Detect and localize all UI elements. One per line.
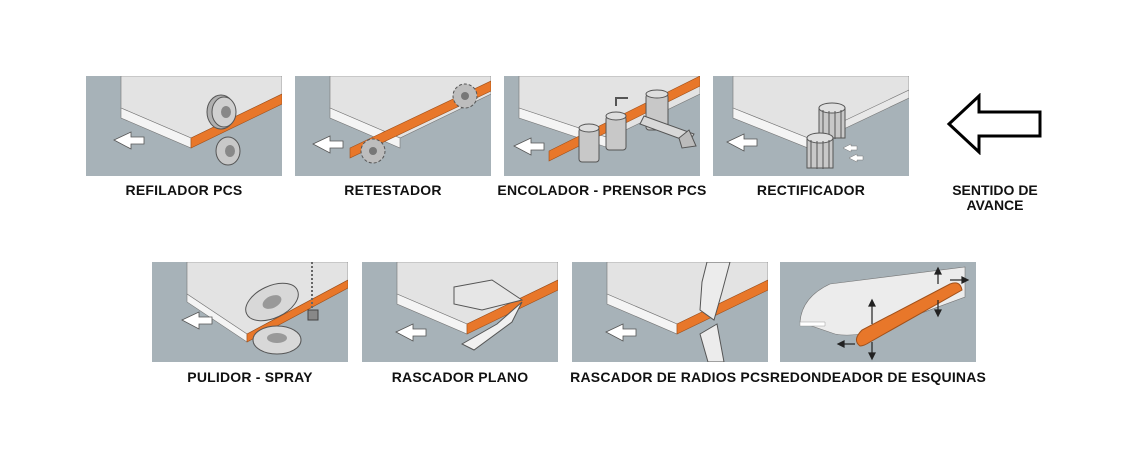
station-label: PULIDOR - SPRAY xyxy=(187,369,313,385)
left-arrow-icon xyxy=(946,93,1042,155)
station-rascador-plano-image xyxy=(362,262,558,362)
feed-arrow-icon xyxy=(113,131,145,150)
station-label: RETESTADOR xyxy=(344,182,442,198)
station-label: RASCADOR PLANO xyxy=(391,369,529,385)
station-retestador-image xyxy=(295,76,491,176)
station-label: REFILADOR PCS xyxy=(125,182,243,198)
station-rascador-radios-image xyxy=(572,262,768,362)
station-refilador-image xyxy=(86,76,282,176)
station-pulidor-image xyxy=(152,262,348,362)
direction-label: SENTIDO DE AVANCE xyxy=(952,182,1038,213)
station-label: RASCADOR DE RADIOS PCS xyxy=(570,369,770,385)
station-rectificador-image xyxy=(713,76,909,176)
station-label: RECTIFICADOR xyxy=(756,182,866,198)
station-encolador-image xyxy=(504,76,700,176)
station-label: REDONDEADOR DE ESQUINAS xyxy=(769,369,987,385)
station-label: ENCOLADOR - PRENSOR PCS xyxy=(497,182,707,198)
station-redondeador-image xyxy=(780,262,976,362)
